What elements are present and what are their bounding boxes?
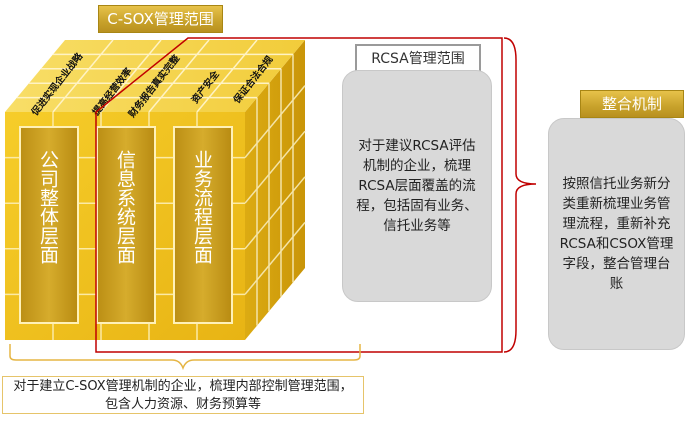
rcsa-description-text: 对于建议RCSA评估机制的企业，梳理RCSA层面覆盖的流程，包括固有业务、信托业… [353,136,481,236]
column-label-it-system-level: 信息系统层面 [111,150,139,264]
integration-description-box: 按照信托业务新分类重新梳理业务管理流程，重新补充RCSA和CSOX管理字段，整合… [548,118,685,350]
column-label-company-level: 公司整体层面 [34,150,62,264]
csox-scope-note: 对于建立C-SOX管理机制的企业，梳理内部控制管理范围，包含人力资源、财务预算等 [2,376,364,414]
integration-brace [504,38,536,352]
column-label-business-process-level: 业务流程层面 [188,150,216,264]
rcsa-description-box: 对于建议RCSA评估机制的企业，梳理RCSA层面覆盖的流程，包括固有业务、信托业… [342,70,492,302]
integration-description-text: 按照信托业务新分类重新梳理业务管理流程，重新补充RCSA和CSOX管理字段，整合… [557,174,676,294]
csox-bottom-bracket [10,344,360,368]
